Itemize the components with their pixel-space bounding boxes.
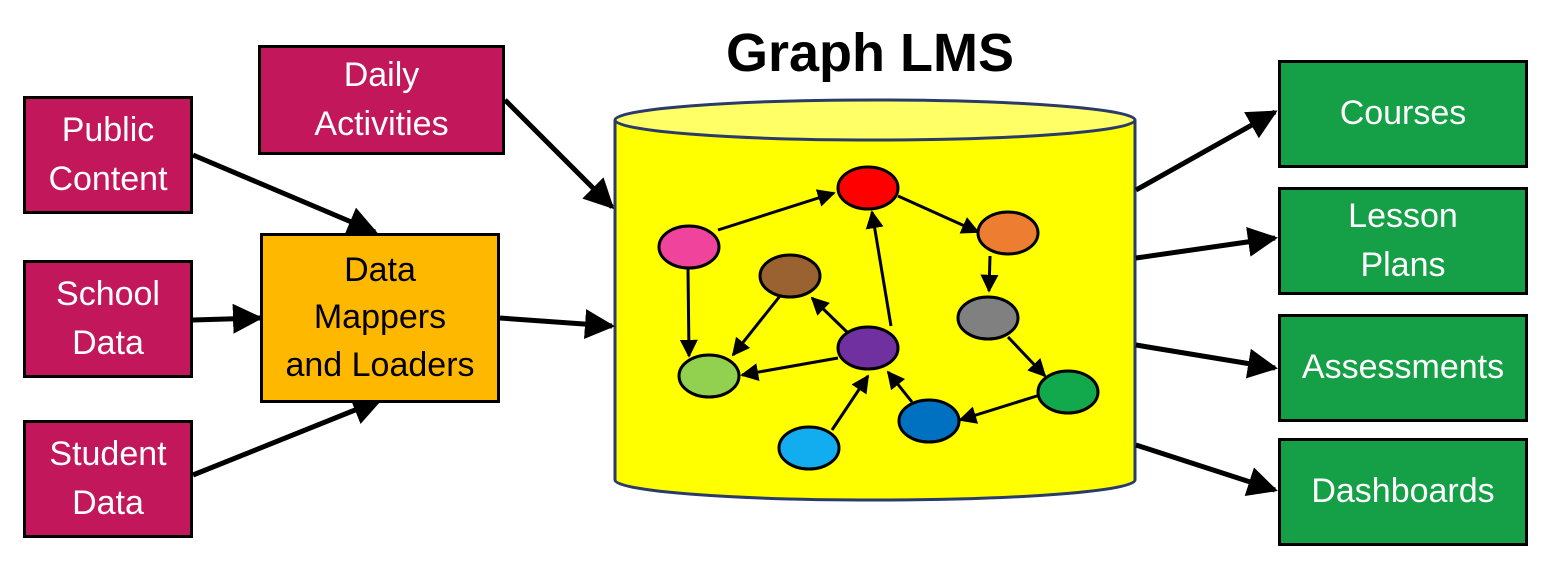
node-gray [956, 295, 1020, 341]
node-pink [657, 224, 721, 270]
box-public-content: Public Content [23, 96, 193, 214]
database-cylinder [613, 98, 1137, 502]
arrow-database-to-dashboards [1135, 442, 1278, 496]
node-light-green [677, 353, 741, 399]
arrow-student-data-to-mappers [192, 396, 383, 478]
arrow-mappers-to-database [499, 309, 615, 340]
flow-arrows [192, 98, 1278, 496]
edge-orange-to-gray [980, 255, 999, 293]
edge-purple-to-light-green [740, 356, 839, 382]
edge-brown-to-light-green [731, 295, 782, 357]
edge-pink-to-light-green [679, 268, 698, 358]
box-school-data: School Data [23, 260, 193, 378]
edge-purple-to-red [865, 210, 893, 327]
diagram-title: Graph LMS [725, 23, 1014, 83]
box-student-data: Student Data [23, 420, 193, 538]
edge-light-blue-to-purple [830, 374, 870, 431]
box-lesson-plans: Lesson Plans [1278, 187, 1528, 295]
edge-gray-to-green [1006, 335, 1047, 378]
arrow-database-to-lesson-plans [1135, 226, 1278, 261]
box-daily-activities: Daily Activities [258, 45, 505, 155]
node-light-blue [777, 425, 841, 471]
edge-purple-to-brown [810, 296, 850, 335]
arrow-daily-activities-to-database [503, 98, 615, 210]
arrow-database-to-courses [1134, 109, 1278, 193]
node-orange [976, 210, 1040, 256]
node-blue [897, 398, 961, 444]
box-assessments: Assessments [1278, 314, 1528, 422]
node-green [1036, 369, 1100, 415]
node-brown [758, 253, 822, 299]
node-red [836, 165, 900, 211]
graph-edges [679, 189, 1047, 431]
box-dashboards: Dashboards [1278, 438, 1528, 546]
edge-green-to-blue [958, 393, 1041, 424]
box-data-mappers-loaders: Data Mappers and Loaders [260, 233, 500, 403]
edge-red-to-orange [897, 194, 980, 234]
edge-pink-to-red [717, 189, 836, 232]
arrow-database-to-assessments [1135, 342, 1278, 379]
graph-nodes [657, 165, 1100, 471]
arrow-public-content-to-mappers [192, 152, 378, 236]
edge-blue-to-purple [886, 370, 914, 403]
box-courses: Courses [1278, 60, 1528, 168]
arrow-school-data-to-mappers [192, 303, 263, 334]
node-purple [836, 325, 900, 371]
database-top [613, 98, 1137, 142]
